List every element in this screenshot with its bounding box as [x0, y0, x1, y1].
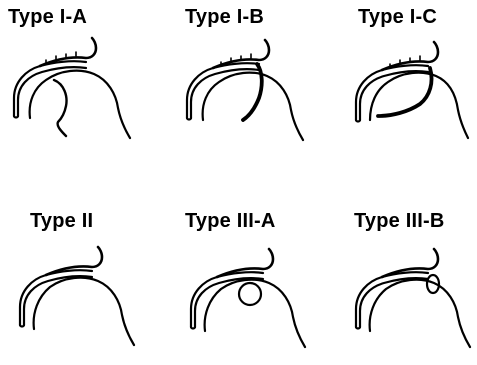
shoulder-sketch-iii-a: [159, 183, 318, 365]
panel-type-i-b: Type I-B: [159, 0, 318, 182]
shoulder-sketch-i-a: [0, 0, 159, 182]
panel-type-iii-a: Type III-A: [159, 183, 318, 365]
shoulder-sketch-iii-b: [318, 183, 477, 365]
shoulder-sketch-ii: [0, 183, 159, 365]
panel-type-i-c: Type I-C: [318, 0, 477, 182]
panel-type-iii-b: Type III-B: [318, 183, 477, 365]
shoulder-sketch-i-c: [318, 0, 477, 182]
panel-type-ii: Type II: [0, 183, 159, 365]
shoulder-sketch-i-b: [159, 0, 318, 182]
panel-type-i-a: Type I-A: [0, 0, 159, 182]
lesion-circle: [239, 283, 261, 305]
